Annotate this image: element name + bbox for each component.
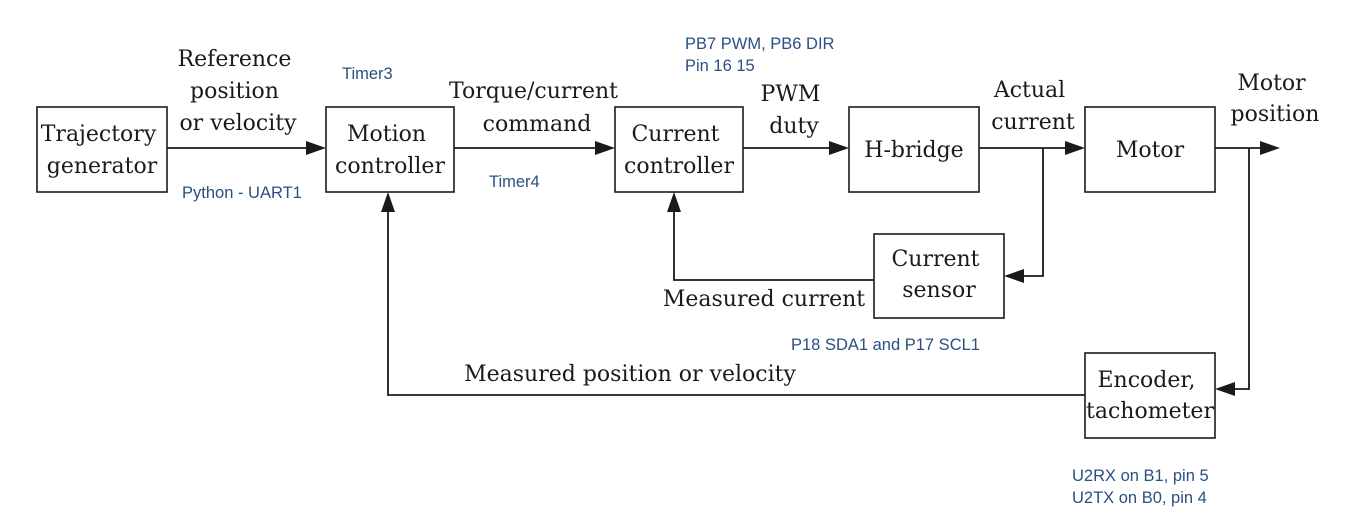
motor-position-label: Motor position xyxy=(1231,71,1320,127)
current-sensor-block: Current sensor xyxy=(873,233,1005,319)
torque-command-label: Torque/current command xyxy=(449,79,625,137)
current-controller-block: Current controller xyxy=(614,106,744,193)
motor-position-arrow xyxy=(1215,141,1280,155)
svg-text:Encoder, tachometer: Encoder, tachometer xyxy=(1086,368,1214,424)
pwm-duty-label: PWM duty xyxy=(761,82,828,139)
measured-position-feedback xyxy=(381,192,1085,396)
measured-current-feedback xyxy=(667,192,874,281)
i2c-pins-note: P18 SDA1 and P17 SCL1 xyxy=(791,336,980,354)
svg-text:Current sensor: Current sensor xyxy=(891,247,986,303)
timer4-note: Timer4 xyxy=(489,173,540,191)
actual-current-arrow xyxy=(979,141,1085,155)
timer3-note: Timer3 xyxy=(342,65,393,83)
svg-text:Trajectory generator: Trajectory generator xyxy=(41,122,164,179)
python-uart-note: Python - UART1 xyxy=(182,184,302,202)
svg-text:H-bridge: H-bridge xyxy=(864,138,963,163)
pwm-pins-note: PB7 PWM, PB6 DIR Pin 16 15 xyxy=(685,35,839,75)
uart-pins-note: U2RX on B1, pin 5 U2TX on B0, pin 4 xyxy=(1072,467,1213,507)
motor-block: Motor xyxy=(1084,106,1216,193)
reference-signal-arrow xyxy=(167,141,326,155)
svg-text:Motion controller: Motion controller xyxy=(335,122,445,179)
motion-controller-block: Motion controller xyxy=(325,106,455,193)
torque-command-arrow xyxy=(454,141,615,155)
svg-text:Current controller: Current controller xyxy=(624,122,734,179)
measured-current-label: Measured current xyxy=(663,287,865,312)
h-bridge-block: H-bridge xyxy=(848,106,980,193)
trajectory-generator-block: Trajectory generator xyxy=(36,106,168,193)
reference-signal-label: Reference position or velocity xyxy=(178,47,299,136)
pwm-duty-arrow xyxy=(743,141,849,155)
encoder-tachometer-block: Encoder, tachometer xyxy=(1084,352,1216,439)
measured-position-label: Measured position or velocity xyxy=(464,362,796,387)
actual-current-label: Actual current xyxy=(991,78,1075,135)
current-sense-branch xyxy=(1004,148,1044,283)
encoder-branch xyxy=(1215,148,1250,396)
svg-text:Motor: Motor xyxy=(1116,138,1185,163)
